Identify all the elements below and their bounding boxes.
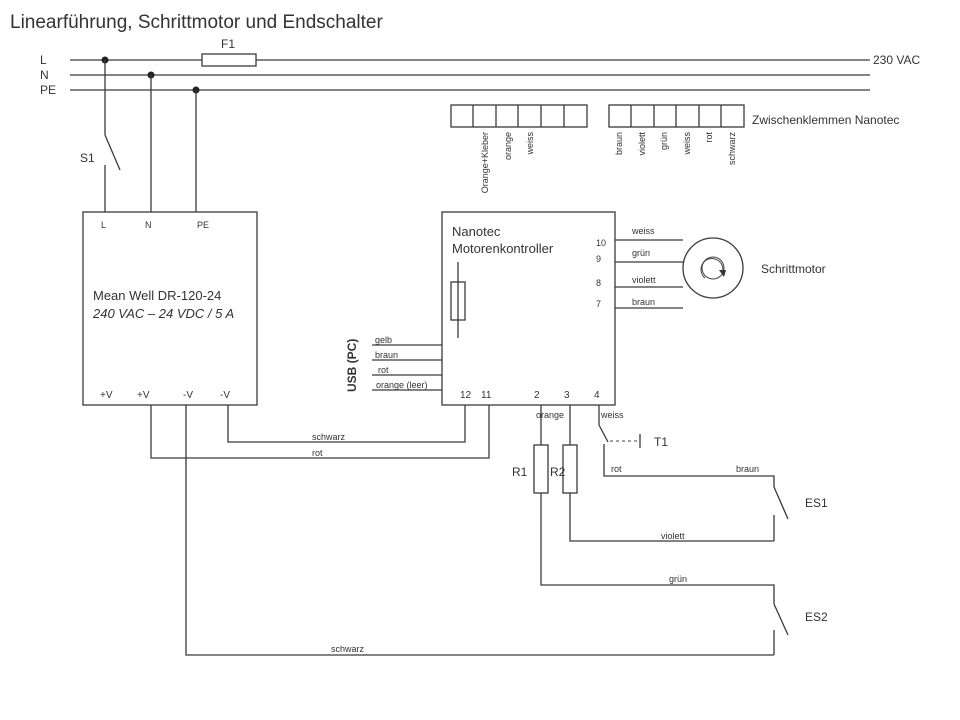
- psu-model: Mean Well DR-120-24: [93, 288, 221, 303]
- power-supply: L N PE Mean Well DR-120-24 240 VAC – 24 …: [82, 211, 258, 406]
- wire-violett-label: violett: [661, 531, 685, 541]
- usb-label: USB (PC): [345, 339, 359, 392]
- usb-wire-orange: orange (leer): [376, 380, 428, 390]
- controller-pin-4: 4: [594, 390, 600, 401]
- endswitch-es1-label: ES1: [805, 496, 828, 510]
- motor-wire-violett: violett: [632, 275, 656, 285]
- psu-pin-l: L: [101, 220, 106, 230]
- motor-controller: Nanotec Motorenkontroller 10 9 8 7 12 11…: [441, 211, 616, 406]
- rail-label-l: L: [40, 53, 47, 67]
- supply-wires: schwarz rot: [150, 405, 490, 459]
- fuse-f1: F1: [201, 37, 257, 67]
- motor-wire-braun: braun: [632, 297, 655, 307]
- rotation-arrow-icon: [700, 257, 724, 279]
- switch-label: S1: [80, 151, 95, 165]
- resistor-r2-label: R2: [550, 465, 566, 479]
- controller-name-2: Motorenkontroller: [452, 241, 554, 256]
- motor-wire-gruen: grün: [632, 248, 650, 258]
- terminal-right-1: braun: [614, 132, 624, 155]
- pin4-weiss-label: weiss: [600, 410, 624, 420]
- motor-wire-weiss: weiss: [631, 226, 655, 236]
- controller-pin-11: 11: [481, 390, 492, 401]
- wire-gruen-label: grün: [669, 574, 687, 584]
- voltage-label: 230 VAC: [873, 53, 920, 67]
- pushbutton-t1-label: T1: [654, 435, 668, 449]
- terminal-left-2: orange: [503, 132, 513, 160]
- wire-braun-es-label: braun: [736, 464, 759, 474]
- rail-label-pe: PE: [40, 83, 56, 97]
- usb-wire-braun: braun: [375, 350, 398, 360]
- mains-rails: L N PE 230 VAC: [40, 53, 920, 97]
- fuse-label: F1: [221, 37, 235, 51]
- psu-pin-pe: PE: [197, 220, 209, 230]
- limit-switch-wiring: T1 rot braun ES1 violett grün ES2 schwar…: [185, 405, 828, 656]
- wire-rot-es-label: rot: [611, 464, 622, 474]
- terminal-right-4: weiss: [682, 132, 692, 156]
- terminal-strips: Orange+Kleber orange weiss braun violett…: [450, 104, 899, 193]
- controller-pin-9: 9: [596, 254, 601, 264]
- resistor-r1: [533, 444, 549, 494]
- motor-label: Schrittmotor: [761, 262, 826, 276]
- motor-symbol: [682, 237, 744, 299]
- terminal-right-5: rot: [704, 132, 714, 143]
- controller-pin-3: 3: [564, 390, 570, 401]
- resistors: R1 R2 orange weiss: [512, 405, 624, 494]
- controller-pin-12: 12: [460, 390, 472, 401]
- controller-pin-7: 7: [596, 299, 601, 309]
- psu-pin-v3: -V: [183, 390, 193, 401]
- controller-name-1: Nanotec: [452, 224, 501, 239]
- terminal-left-1: Orange+Kleber: [480, 132, 490, 193]
- controller-pin-8: 8: [596, 278, 601, 288]
- psu-rating: 240 VAC – 24 VDC / 5 A: [92, 306, 234, 321]
- psu-pin-v2: +V: [137, 390, 150, 401]
- usb-wire-gelb: gelb: [375, 335, 392, 345]
- controller-pin-2: 2: [534, 390, 540, 401]
- psu-pin-v1: +V: [100, 390, 113, 401]
- pin2-orange-label: orange: [536, 410, 564, 420]
- controller-pin-10: 10: [596, 238, 606, 248]
- psu-pin-n: N: [145, 220, 152, 230]
- rail-label-n: N: [40, 68, 49, 82]
- resistor-r1-label: R1: [512, 465, 528, 479]
- usb-connection: USB (PC) gelb braun rot orange (leer): [345, 335, 442, 392]
- endswitch-es2-label: ES2: [805, 610, 828, 624]
- terminal-left-3: weiss: [525, 132, 535, 156]
- wire-schwarz-label: schwarz: [312, 432, 346, 442]
- terminal-right-3: grün: [659, 132, 669, 150]
- terminal-right-6: schwarz: [727, 132, 737, 166]
- terminals-label: Zwischenklemmen Nanotec: [752, 113, 899, 127]
- usb-wire-rot: rot: [378, 365, 389, 375]
- wire-rot-label: rot: [312, 448, 323, 458]
- psu-pin-v4: -V: [220, 390, 230, 401]
- switch-s1: S1: [80, 60, 197, 212]
- motor-inner-ring: [701, 256, 725, 280]
- wire-schwarz-bottom-label: schwarz: [331, 644, 365, 654]
- diagram-title: Linearführung, Schrittmotor und Endschal…: [10, 12, 383, 33]
- terminal-right-2: violett: [637, 132, 647, 156]
- stepper-motor: weiss grün violett braun Schrittmotor: [615, 226, 826, 309]
